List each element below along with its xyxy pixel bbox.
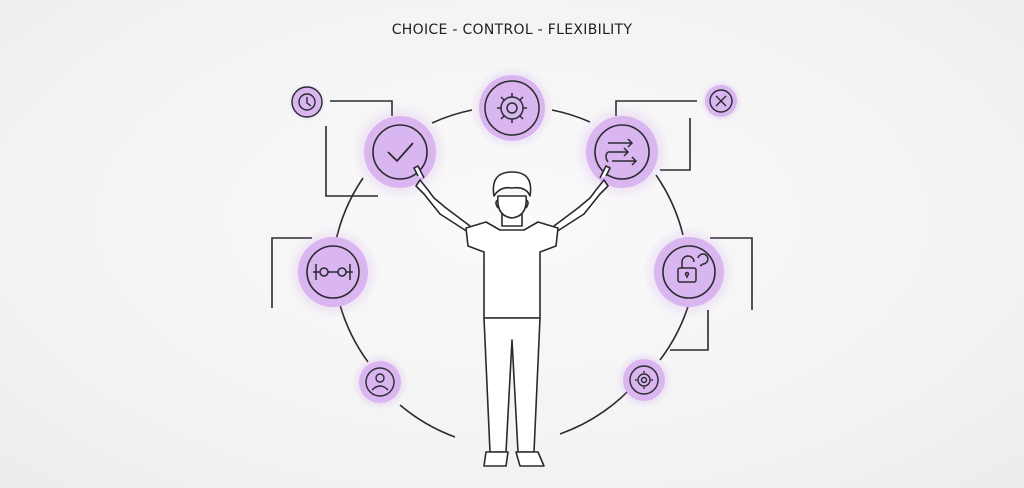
clock-icon: [288, 83, 326, 121]
user-icon: [352, 354, 408, 410]
person-figure: [413, 165, 611, 467]
gear-icon: [470, 66, 554, 150]
small-gear-icon: [616, 352, 672, 408]
page-title: CHOICE - CONTROL - FLEXIBILITY: [391, 22, 633, 38]
arrows-switch-icon: [574, 104, 670, 200]
close-icon: [700, 80, 742, 122]
unlock-icon: [643, 226, 735, 318]
toggle-sliders-icon: [287, 226, 379, 318]
checkmark-icon: [352, 104, 448, 200]
